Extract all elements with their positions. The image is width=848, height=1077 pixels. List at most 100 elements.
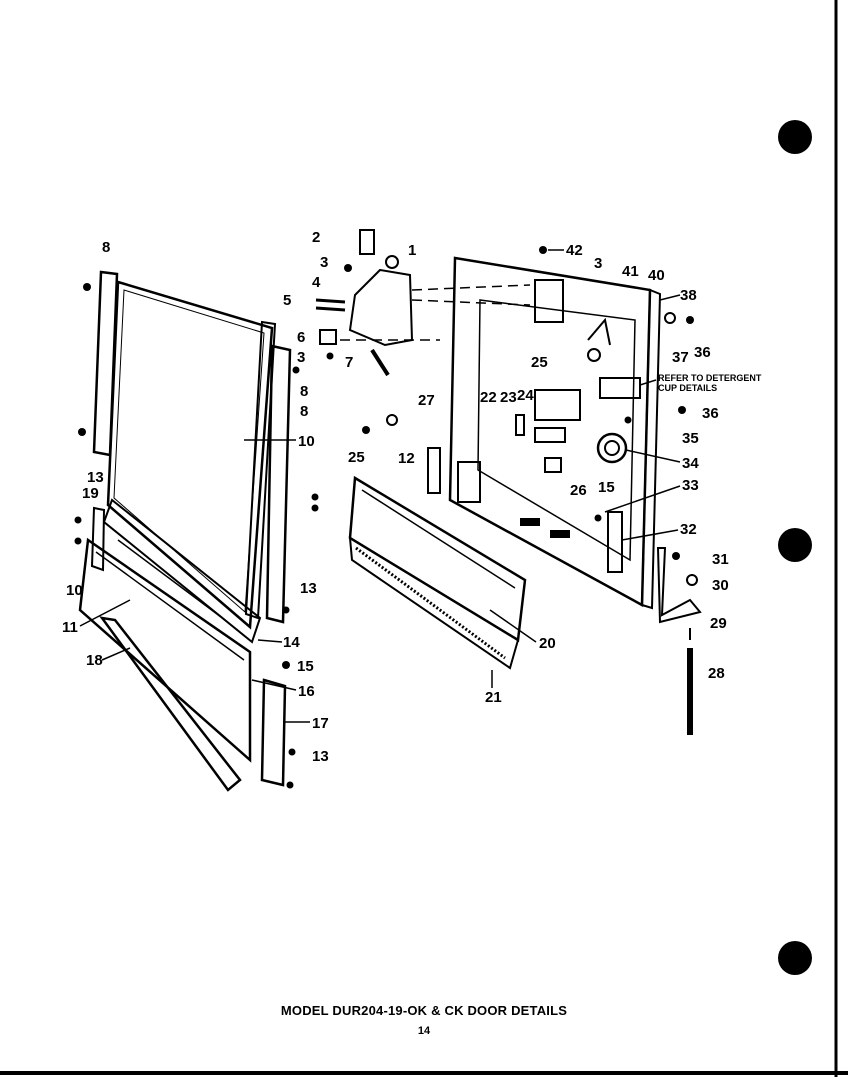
latch-rod-5: [315, 298, 346, 304]
label-37: 37: [672, 349, 689, 366]
door-hinge-arm: [656, 547, 702, 624]
label-10-left: 10: [66, 582, 83, 599]
latch-bracket-2: [359, 229, 375, 255]
label-33: 33: [682, 477, 699, 494]
label-22: 22: [480, 389, 497, 406]
console-wiring: [355, 546, 506, 660]
label-15-left: 15: [297, 658, 314, 675]
leader-line-detergent: [639, 379, 657, 386]
inner-door-liner-edge: [640, 288, 662, 610]
label-11: 11: [62, 619, 78, 636]
punch-hole-bottom: [778, 941, 812, 975]
label-40: 40: [648, 267, 665, 284]
leader-line-11: [79, 599, 131, 627]
label-36-top: 36: [694, 344, 711, 361]
switch-23: [515, 414, 525, 436]
label-10-panel: 10: [298, 433, 315, 450]
actuator-lever-41: [587, 317, 611, 346]
rinse-bracket: [599, 377, 641, 399]
latch-screw-3a: [344, 264, 352, 272]
label-8-right-a: 8: [300, 383, 308, 400]
leader-line-38: [659, 294, 681, 301]
page-number: 14: [417, 1025, 431, 1037]
label-25-upper: 25: [531, 354, 548, 371]
label-3-mid: 3: [297, 349, 305, 366]
end-cap-screw: [286, 781, 294, 789]
liner-screw-33: [594, 514, 602, 522]
trim-screw-13: [282, 606, 290, 614]
console-screw-a: [311, 493, 319, 501]
latch-mechanism-1: [348, 268, 414, 347]
trim-screw-right: [292, 366, 300, 374]
label-41: 41: [622, 263, 639, 280]
actuator-24: [534, 427, 566, 443]
hinge-bracket-12: [427, 447, 441, 494]
label-38: 38: [680, 287, 697, 304]
detergent-note-line1: REFER TO DETERGENT: [658, 373, 762, 383]
latch-knob: [385, 255, 399, 269]
label-25-lower: 25: [348, 449, 365, 466]
latch-dash-1: [411, 284, 531, 291]
punch-hole-top: [778, 120, 812, 154]
label-26: 26: [570, 482, 587, 499]
label-19: 19: [82, 485, 99, 502]
label-14: 14: [283, 634, 300, 651]
bracket-screw-27: [386, 414, 398, 426]
rinse-aid-cap: [604, 440, 620, 456]
control-console-bottom: [348, 536, 520, 670]
control-panel-frame: [102, 498, 262, 644]
solenoid-26: [544, 457, 562, 473]
label-7: 7: [345, 354, 353, 371]
liner-inner-recess: [477, 299, 636, 562]
outer-door-panel: [106, 280, 274, 630]
label-21: 21: [485, 689, 502, 706]
latch-strike-plate: [534, 279, 564, 323]
end-cap: [260, 678, 287, 787]
bottom-trim-strip: [99, 616, 242, 792]
liner-screw-42: [539, 246, 547, 254]
leader-line-14: [257, 639, 283, 643]
diagram-title: MODEL DUR204-19-OK & CK DOOR DETAILS: [280, 1003, 568, 1018]
label-28: 28: [708, 665, 725, 682]
label-35: 35: [682, 430, 699, 447]
right-trim-strip-b: [265, 344, 292, 624]
side-bracket-32: [607, 511, 623, 573]
label-31: 31: [712, 551, 729, 568]
label-42: 42: [566, 242, 583, 259]
end-bracket-left: [90, 506, 106, 572]
label-32: 32: [680, 521, 697, 538]
control-panel-front: [78, 537, 252, 763]
trim-screw-top: [83, 283, 91, 291]
rinse-aid-dispenser-34: [596, 432, 628, 464]
detergent-cup: [534, 389, 581, 421]
label-30: 30: [712, 577, 729, 594]
liner-screw-36: [678, 406, 686, 414]
label-8-top: 8: [102, 239, 110, 256]
label-29: 29: [710, 615, 727, 632]
label-20: 20: [539, 635, 556, 652]
console-screw-15: [282, 661, 290, 669]
latch-block-6: [319, 329, 337, 345]
leader-line-32: [621, 529, 679, 541]
label-5: 5: [283, 292, 291, 309]
label-8-right-b: 8: [300, 403, 308, 420]
outer-door-panel-inner: [113, 289, 265, 614]
label-23: 23: [500, 389, 517, 406]
label-15-right: 15: [598, 479, 615, 496]
label-4: 4: [312, 274, 321, 291]
spring-25: [587, 348, 601, 362]
leader-line-34: [625, 449, 681, 463]
roller-37: [664, 312, 676, 324]
label-12: 12: [398, 450, 415, 467]
roller-screw-36: [686, 316, 694, 324]
punch-hole-middle: [778, 528, 812, 562]
latch-handle-7: [370, 348, 390, 377]
label-18: 18: [86, 652, 103, 669]
rack-stop-a: [520, 518, 540, 526]
label-3-top: 3: [320, 254, 328, 271]
control-panel-ledge: [95, 551, 245, 661]
console-screw-b: [311, 504, 319, 512]
label-13-left: 13: [87, 469, 104, 486]
